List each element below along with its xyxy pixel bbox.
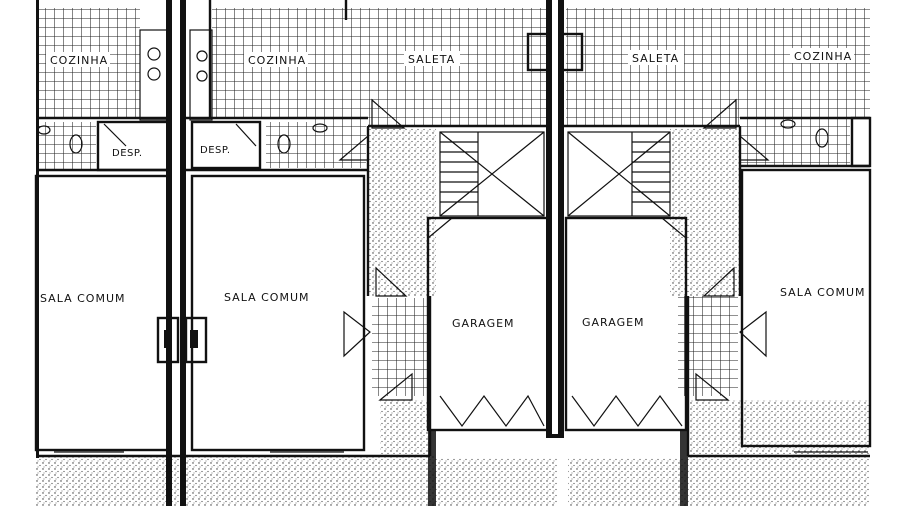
living-label-3: SALA COMUM <box>780 286 866 299</box>
kitchen-label-2: COZINHA <box>248 54 306 67</box>
garage-label-1: GARAGEM <box>452 317 515 330</box>
dotted-floors <box>36 128 870 506</box>
kitchen-label-1: COZINHA <box>50 54 108 67</box>
pantry-label-1: DESP. <box>112 148 143 159</box>
pantry-label-2: DESP. <box>200 145 231 156</box>
windows <box>54 430 868 506</box>
living-label-1: SALA COMUM <box>40 292 126 305</box>
room-labels: COZINHA COZINHA SALETA SALETA COZINHA DE… <box>40 48 866 330</box>
saleta-label-1: SALETA <box>408 53 455 66</box>
columns <box>156 32 584 364</box>
living-label-2: SALA COMUM <box>224 291 310 304</box>
garage-label-2: GARAGEM <box>582 316 645 329</box>
party-walls <box>36 0 564 506</box>
door-swings <box>103 98 770 428</box>
kitchen-label-3: COZINHA <box>794 50 852 63</box>
stairs-left <box>439 131 545 217</box>
saleta-label-2: SALETA <box>632 52 679 65</box>
stairs-right <box>567 131 671 217</box>
fixtures <box>37 47 829 154</box>
